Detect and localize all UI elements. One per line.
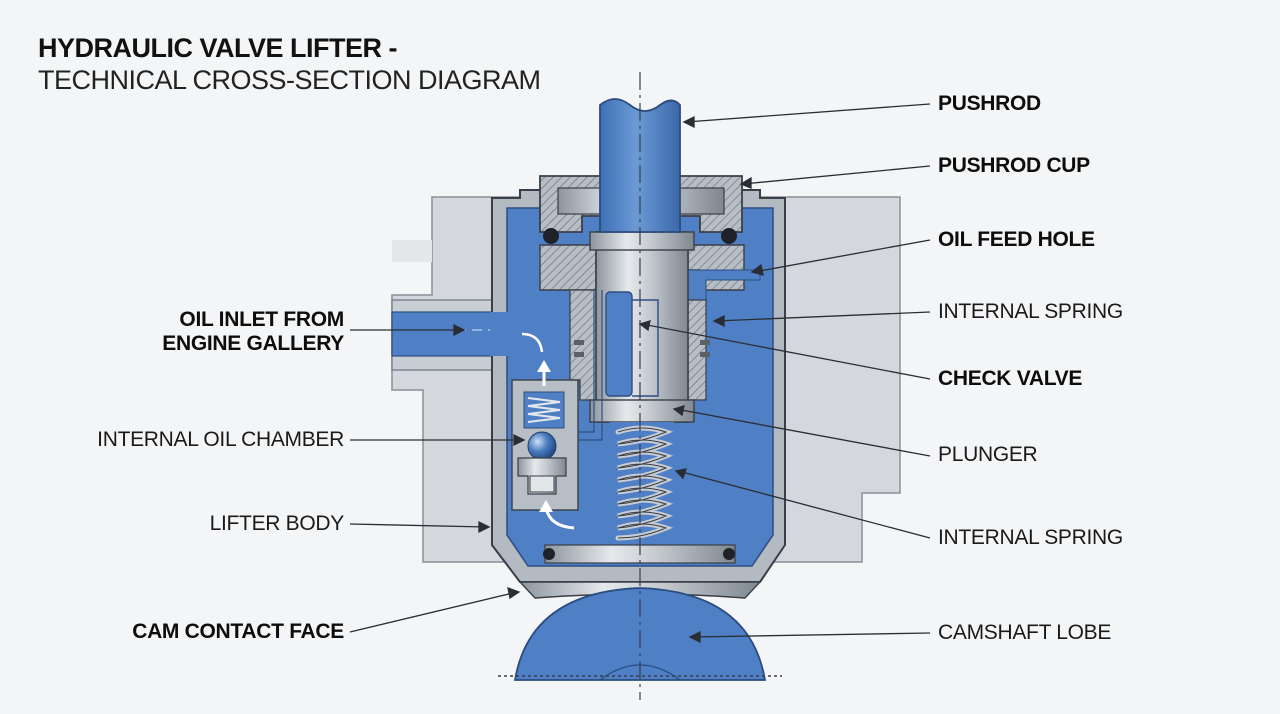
label-check-valve: CHECK VALVE — [938, 367, 1083, 390]
lower-spring — [610, 422, 674, 541]
label-cam-contact-face: CAM CONTACT FACE — [132, 620, 344, 643]
label-oil-inlet-line2: ENGINE GALLERY — [162, 332, 344, 355]
label-internal-oil-chamber: INTERNAL OIL CHAMBER — [97, 428, 344, 451]
oil-flow-arrows — [521, 332, 575, 530]
leader-lines — [349, 103, 931, 644]
plunger-shape — [589, 231, 695, 423]
label-internal-spring-upper: INTERNAL SPRING — [938, 300, 1123, 323]
diagram-title: HYDRAULIC VALVE LIFTER - — [38, 33, 397, 63]
label-plunger: PLUNGER — [938, 443, 1038, 466]
label-oil-feed-hole: OIL FEED HOLE — [938, 228, 1095, 251]
check-valve-assembly — [511, 290, 603, 511]
label-lifter-body: LIFTER BODY — [209, 512, 345, 535]
label-pushrod: PUSHROD — [938, 92, 1041, 115]
label-oil-inlet-line1: OIL INLET FROM — [179, 308, 344, 331]
title-block: HYDRAULIC VALVE LIFTER - TECHNICAL CROSS… — [38, 32, 541, 96]
label-oil-inlet: OIL INLET FROM ENGINE GALLERY — [162, 308, 344, 356]
diagram-subtitle: TECHNICAL CROSS-SECTION DIAGRAM — [38, 65, 541, 95]
label-internal-spring-lower: INTERNAL SPRING — [938, 526, 1123, 549]
label-pushrod-cup: PUSHROD CUP — [938, 154, 1090, 177]
label-camshaft-lobe: CAMSHAFT LOBE — [938, 621, 1112, 644]
